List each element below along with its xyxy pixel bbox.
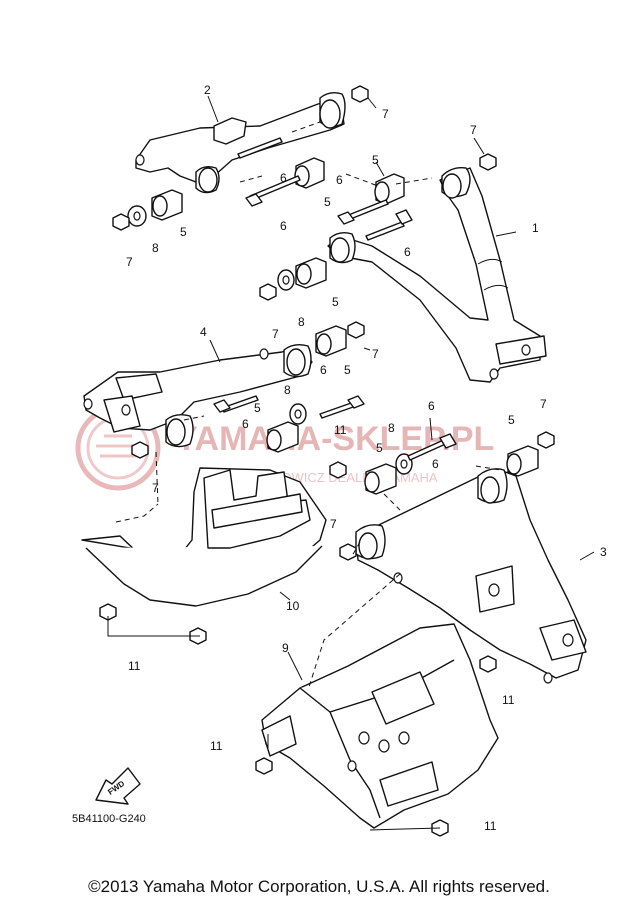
callout-7f: 7 xyxy=(152,481,159,495)
callout-11c: 11 xyxy=(502,693,515,707)
copyright-notice: ©2013 Yamaha Motor Corporation, U.S.A. A… xyxy=(88,877,550,896)
callout-11a: 11 xyxy=(334,423,347,437)
callout-5b: 5 xyxy=(324,195,331,209)
callout-7a: 7 xyxy=(382,107,389,121)
diagram-code: 5B41100-G240 xyxy=(72,813,146,825)
callout-6a: 6 xyxy=(280,171,287,185)
callout-5h: 5 xyxy=(508,413,515,427)
callouts: 1 2 3 4 5 5 5 5 5 5 5 5 6 6 6 6 6 6 6 6 … xyxy=(126,83,607,833)
callout-5f: 5 xyxy=(254,401,261,415)
callout-5a: 5 xyxy=(180,225,187,239)
hardware-group-top xyxy=(112,85,369,231)
callout-10: 10 xyxy=(286,599,300,613)
part-3-lower-arm-front xyxy=(339,468,587,684)
callout-7b: 7 xyxy=(470,123,477,137)
alignment-lines xyxy=(107,121,501,831)
callout-11e: 11 xyxy=(484,819,497,833)
callout-5e: 5 xyxy=(344,363,351,377)
callout-1: 1 xyxy=(532,221,539,235)
callout-6e: 6 xyxy=(320,363,327,377)
fwd-arrow-icon: FWD xyxy=(95,767,141,805)
hardware-group-lower xyxy=(213,321,555,515)
callout-5d: 5 xyxy=(332,295,339,309)
callout-6h: 6 xyxy=(432,457,439,471)
callout-5g: 5 xyxy=(376,441,383,455)
callout-8c: 8 xyxy=(284,383,291,397)
callout-7h: 7 xyxy=(330,517,337,531)
callout-7e: 7 xyxy=(372,347,379,361)
part-1-upper-arm-front xyxy=(327,166,547,383)
callout-2: 2 xyxy=(204,83,211,97)
callout-6d: 6 xyxy=(404,245,411,259)
callout-7g: 7 xyxy=(540,397,547,411)
callout-9: 9 xyxy=(282,641,289,655)
part-9-front-skid-plate xyxy=(255,623,499,837)
part-2-upper-arm-rear xyxy=(135,91,346,194)
callout-7d: 7 xyxy=(272,327,279,341)
callout-11b: 11 xyxy=(128,659,141,673)
part-4-lower-arm-rear xyxy=(83,343,313,459)
callout-5c: 5 xyxy=(372,153,379,167)
callout-3: 3 xyxy=(600,545,607,559)
callout-6b: 6 xyxy=(280,219,287,233)
callout-8b: 8 xyxy=(298,315,305,329)
leader-lines xyxy=(207,95,595,681)
callout-11d: 11 xyxy=(210,739,223,753)
callout-8d: 8 xyxy=(388,421,395,435)
part-10-rear-guard xyxy=(81,467,327,645)
callout-6f: 6 xyxy=(242,417,249,431)
callout-7c: 7 xyxy=(126,255,133,269)
callout-6g: 6 xyxy=(428,399,435,413)
callout-8a: 8 xyxy=(152,241,159,255)
hardware-group-mid xyxy=(259,153,497,301)
callout-4: 4 xyxy=(200,325,207,339)
callout-6c: 6 xyxy=(336,173,343,187)
